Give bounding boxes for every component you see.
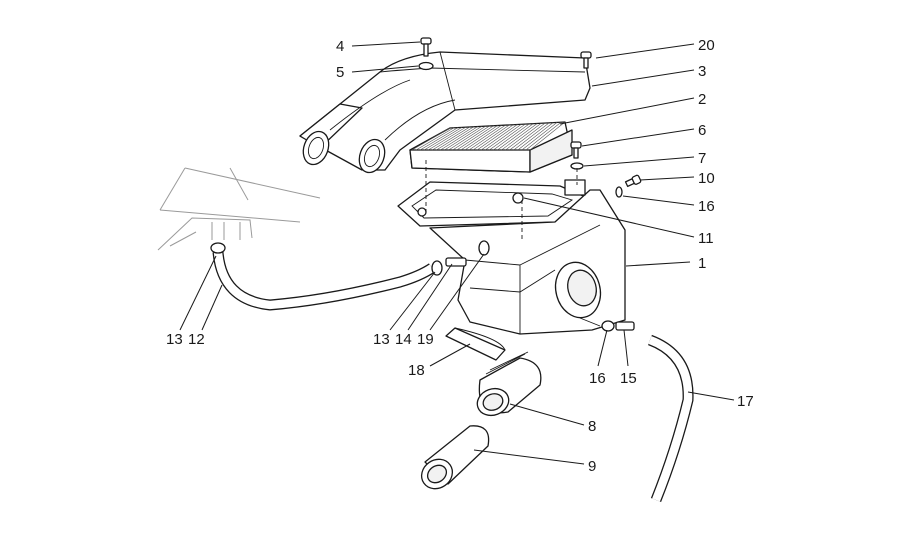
intake-sleeve-8: [476, 351, 542, 417]
filter-pleat: [472, 124, 510, 151]
filter-pleat: [521, 122, 558, 151]
callout-16-upper: 16: [698, 198, 715, 215]
screw-20: [580, 51, 592, 69]
filter-pleat: [517, 122, 554, 151]
filter-pleat: [493, 123, 530, 151]
filter-pleat: [497, 123, 534, 151]
filter-pleat: [525, 121, 562, 151]
leader-lines: [179, 41, 735, 465]
callout-11: 11: [698, 230, 714, 247]
filter-pleat: [440, 126, 478, 151]
fitting-15: [615, 321, 635, 331]
filter-pleat: [505, 123, 542, 151]
intake-pipe-9: [420, 425, 490, 490]
hose-clamp-13: [431, 260, 443, 276]
filter-pleat: [468, 124, 506, 151]
screw-6: [570, 141, 582, 159]
filter-pleat: [489, 123, 526, 151]
filter-pleat: [452, 125, 490, 151]
drain-hose-12: [210, 242, 436, 311]
callout-labels: 4 5 20 3 2 6 7 10 16 11 1 13 12 13 14 19…: [166, 37, 754, 475]
callout-3: 3: [698, 63, 706, 80]
filter-pleat: [485, 124, 522, 151]
filter-pleat: [476, 124, 514, 151]
callout-16-lower: 16: [589, 370, 606, 387]
callout-19: 19: [417, 331, 434, 348]
assembly-lines: [425, 160, 578, 240]
chassis-outline: [157, 167, 321, 251]
filter-pleat: [432, 126, 470, 151]
filter-pleat: [529, 121, 566, 151]
callout-1: 1: [698, 255, 706, 272]
callout-14: 14: [395, 331, 412, 348]
callout-4: 4: [336, 38, 344, 55]
callout-18: 18: [408, 362, 425, 379]
filter-pleat: [501, 123, 538, 151]
filter-pleat: [509, 122, 546, 151]
washer-19: [478, 240, 490, 256]
callout-7: 7: [698, 150, 706, 167]
filter-pleat: [411, 127, 451, 151]
filter-pleat: [436, 126, 474, 151]
filter-pleat: [513, 122, 550, 151]
fitting-14: [445, 257, 467, 267]
filter-pleat: [448, 125, 486, 151]
screw-10: [624, 174, 642, 188]
filter-pleat: [415, 127, 455, 151]
drain-hose-17: [647, 334, 694, 503]
callout-6: 6: [698, 122, 706, 139]
screw-4: [420, 37, 432, 57]
callout-17: 17: [737, 393, 754, 410]
callout-5: 5: [336, 64, 344, 81]
callout-15: 15: [620, 370, 637, 387]
filter-pleat: [419, 127, 459, 151]
callout-10: 10: [698, 170, 715, 187]
filter-pleat: [464, 125, 502, 151]
callout-13-right: 13: [373, 331, 390, 348]
filter-pleat: [456, 125, 494, 151]
washer-16-lower: [601, 320, 615, 332]
filter-pleat: [480, 124, 518, 151]
callout-2: 2: [698, 91, 706, 108]
callout-12: 12: [188, 331, 205, 348]
callout-9: 9: [588, 458, 596, 475]
rubber-shield-18: [445, 327, 506, 361]
air-intake-duct: [299, 51, 591, 174]
air-box-housing: [429, 179, 626, 335]
washer-5: [418, 61, 434, 71]
filter-pleat: [428, 126, 467, 151]
washer-16-upper: [615, 186, 623, 198]
filter-pleat: [460, 125, 498, 151]
callout-8: 8: [588, 418, 596, 435]
callout-13-left: 13: [166, 331, 183, 348]
filter-pleat: [424, 127, 463, 151]
air-filter-element: [409, 121, 573, 173]
filter-pleat: [444, 126, 482, 151]
callout-20: 20: [698, 37, 715, 54]
